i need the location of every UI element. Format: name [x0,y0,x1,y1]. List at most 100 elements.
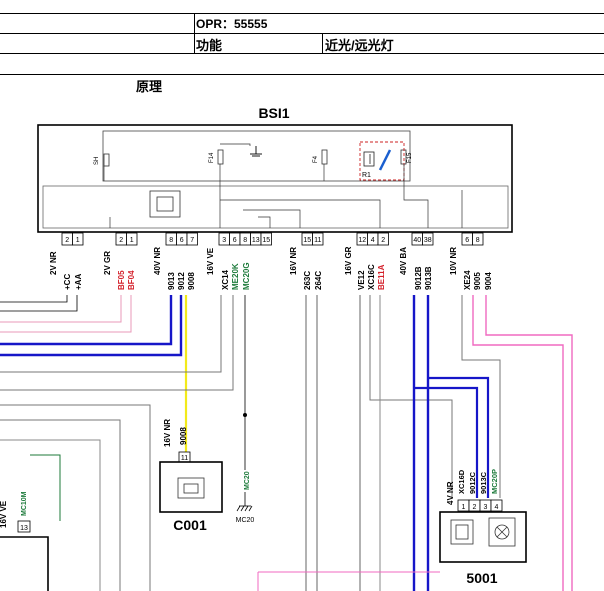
pin-number: 2 [119,237,123,244]
connector-pin [377,232,389,246]
connector-pin [260,232,272,246]
c001-name: C001 [173,517,207,533]
c5001-signal: MC20P [490,469,499,494]
signal-label: XC16C [367,264,376,290]
svg-text:R1: R1 [362,172,371,179]
pin-number: 1 [130,237,134,244]
wire [414,386,479,498]
pin-number: 15 [303,237,311,244]
bsi-inner-board [42,185,509,229]
relay-r1: R1 [359,141,405,181]
signal-label: ME20K [231,263,240,290]
pin-number: 8 [169,237,173,244]
signal-label: +CC [63,274,72,290]
fuse-f14: F14 [209,149,224,165]
signal-label: 9013 [167,272,176,290]
connector-pin [126,232,138,246]
c5001-pin: 1 [462,504,466,511]
opr-label: OPR：55555 [196,17,268,31]
svg-text:F4: F4 [313,155,319,163]
c5001-signal: 9013C [479,471,488,494]
mc20-ground-label: MC20 [236,517,255,524]
group-label: 16V NR [289,247,298,275]
ground-icon [236,505,253,512]
mc20-ground: MC20 MC20 [236,471,255,524]
group-label: 40V NR [153,247,162,275]
left-wire-label: 16V VE [0,500,8,528]
group-label: 2V GR [103,251,112,275]
mc20-signal: MC20 [244,471,251,490]
bsi-title: BSI1 [258,105,289,121]
connector-pin [472,232,484,246]
c5001-wire-label: 4V NR [446,481,455,505]
svg-text:SH: SH [94,157,100,165]
signal-label: XE24 [463,270,472,290]
junction-dot [243,413,247,417]
fuse-sh: SH [94,153,110,167]
group-label: 16V VE [206,247,215,275]
wire [0,295,68,303]
pin-number: 8 [243,237,247,244]
c001-pin: 11 [181,455,188,462]
wire [30,454,61,521]
bsi-internal-traces [103,143,463,228]
wire [0,404,151,591]
bsi-ground-icon [250,146,262,157]
signal-label: 9008 [187,272,196,290]
pin-number: 6 [233,237,237,244]
function-value: 近光/远光灯 [325,38,394,53]
c5001-name: 5001 [466,570,497,586]
pin-number: 12 [358,237,366,244]
header-table: OPR：55555 功能 近光/远光灯 原理 [0,0,604,100]
group-label: 16V GR [344,246,353,275]
function-label: 功能 [196,38,223,53]
bsi-chip-icon [149,190,181,218]
wire [461,295,501,498]
connector-pin [72,232,84,246]
signal-label: BF04 [127,270,136,290]
pin-number: 40 [413,237,421,244]
left-signal: MC10M [21,491,28,516]
signal-label: BF05 [117,270,126,290]
c5001-pin-cell [490,499,503,512]
group-label: 40V BA [399,247,408,275]
fuse-f15: F15 [400,149,413,165]
wire [0,295,234,391]
signal-label: 263C [303,271,312,290]
wire [0,295,173,346]
pin-number: 11 [314,237,321,244]
wire [428,376,490,498]
svg-text:F14: F14 [209,152,215,163]
wire [485,295,573,591]
signal-label: MC20G [242,262,251,290]
pin-number: 8 [476,237,480,244]
lamp-icon [488,517,516,547]
wire [0,439,101,591]
connector-pin [422,232,434,246]
pin-number: 38 [424,237,432,244]
left-pin: 13 [20,525,28,532]
c5001-pin: 4 [495,504,499,511]
c5001-signal: XC16D [457,469,466,494]
signal-label: 264C [314,271,323,290]
pin-number: 6 [465,237,469,244]
pin-number: 13 [252,237,260,244]
wire [472,295,564,591]
c5001-pin: 2 [473,504,477,511]
section-label: 原理 [136,79,163,94]
pin-number: 15 [262,237,270,244]
wire-labels: 2V NR 2V GR 40V NR 16V VE 16V NR 16V GR 40V BA… [49,246,493,290]
pin-number: 6 [180,237,184,244]
connector-c001: 16V NR 9008 11 C001 [159,419,223,533]
pin-number: 1 [76,237,80,244]
chip-icon [450,519,474,545]
group-label: 2V NR [49,251,58,275]
signal-label: XC14 [221,269,230,290]
c5001-signal: 9012C [468,471,477,494]
wire [0,295,132,333]
signal-label: 9004 [484,272,493,290]
wire [0,295,183,357]
wire [0,295,222,373]
